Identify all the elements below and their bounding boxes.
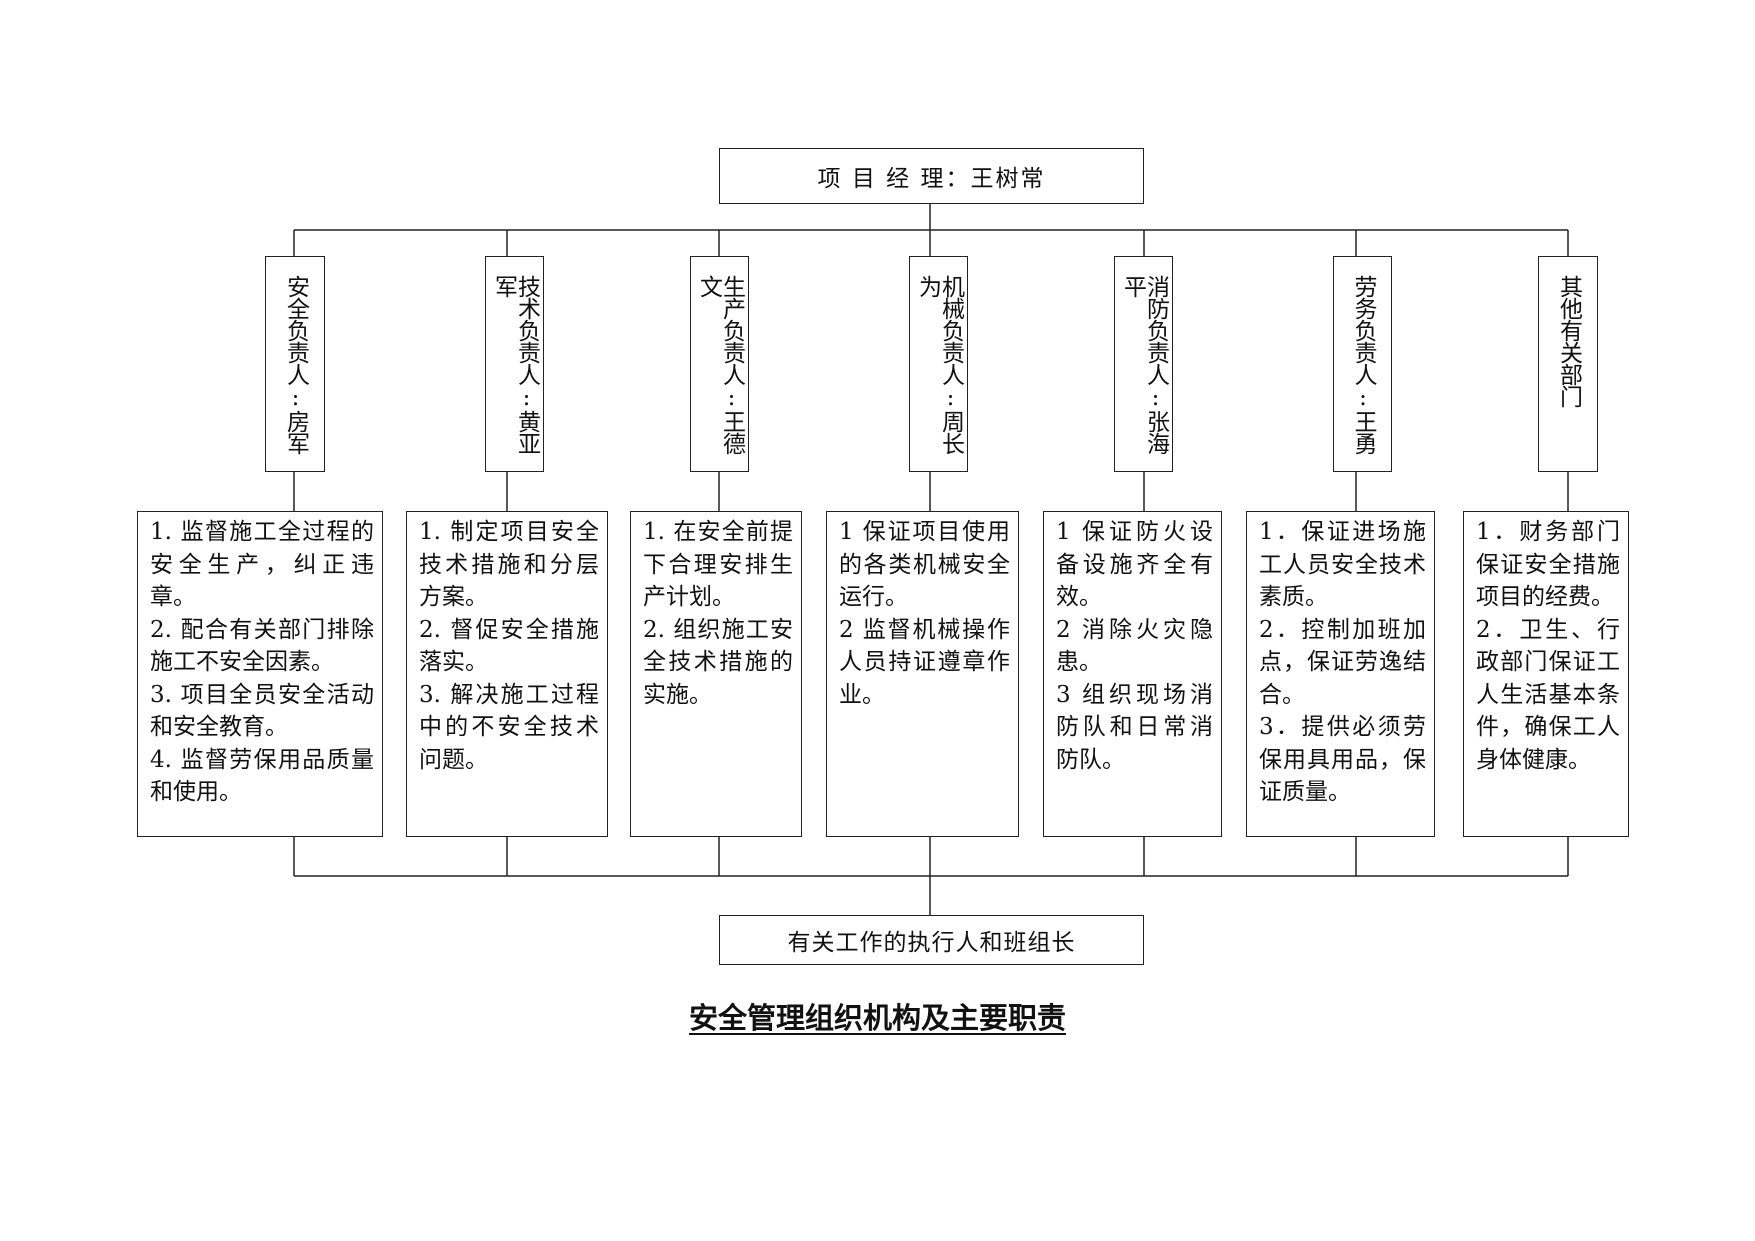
role-box-machinery: 机械负责人:周长为 bbox=[909, 256, 968, 472]
role-box-fire: 消防负责人:张海平 bbox=[1114, 256, 1173, 472]
responsibility-item: 2. 配合有关部门排除施工不安全因素。 bbox=[150, 616, 374, 676]
responsibility-box-machinery: 1 保证项目使用的各类机械安全运行。 2 监督机械操作人员持证遵章作业。 bbox=[826, 511, 1019, 837]
responsibility-item: 2．控制加班加点，保证劳逸结合。 bbox=[1259, 616, 1426, 708]
project-manager-box: 项 目 经 理：王树常 bbox=[719, 148, 1144, 204]
executors-box: 有关工作的执行人和班组长 bbox=[719, 915, 1144, 965]
role-label-labor: 劳务负责人:王勇 bbox=[1350, 275, 1376, 454]
responsibility-box-production: 1. 在安全前提下合理安排生产计划。 2. 组织施工安全技术措施的实施。 bbox=[630, 511, 802, 837]
responsibility-item: 2 监督机械操作人员持证遵章作业。 bbox=[839, 616, 1010, 708]
caption-text: 安全管理组织机构及主要职责 bbox=[688, 1001, 1066, 1035]
responsibility-item: 2. 督促安全措施落实。 bbox=[419, 616, 599, 676]
role-box-safety: 安全负责人:房军 bbox=[265, 256, 325, 472]
role-box-technical: 技术负责人:黄亚军 bbox=[485, 256, 544, 472]
responsibility-item: 1. 制定项目安全技术措施和分层方案。 bbox=[419, 519, 599, 610]
role-label-other: 其他有关部门 bbox=[1555, 275, 1582, 407]
responsibility-item: 3. 项目全员安全活动和安全教育。 bbox=[150, 681, 374, 741]
role-box-labor: 劳务负责人:王勇 bbox=[1333, 256, 1392, 472]
responsibility-item: 2. 组织施工安全技术措施的实施。 bbox=[643, 616, 793, 708]
responsibility-item: 2．卫生、行政部门保证工人生活基本条件，确保工人身体健康。 bbox=[1476, 616, 1620, 773]
responsibility-item: 1. 监督施工全过程的安全生产，纠正违章。 bbox=[150, 519, 374, 610]
responsibility-item: 3 组织现场消防队和日常消防队。 bbox=[1056, 681, 1213, 773]
responsibility-item: 3. 解决施工过程中的不安全技术问题。 bbox=[419, 681, 599, 773]
executors-label: 有关工作的执行人和班组长 bbox=[787, 930, 1076, 956]
responsibility-item: 1. 在安全前提下合理安排生产计划。 bbox=[643, 519, 793, 610]
role-box-production: 生产负责人:王德文 bbox=[690, 256, 749, 472]
role-label-production: 生产负责人:王德文 bbox=[695, 275, 745, 454]
diagram-caption: 安全管理组织机构及主要职责 bbox=[0, 995, 1755, 1037]
responsibility-item: 1 保证防火设备设施齐全有效。 bbox=[1056, 519, 1213, 610]
responsibility-box-fire: 1 保证防火设备设施齐全有效。 2 消除火灾隐患。 3 组织现场消防队和日常消防… bbox=[1043, 511, 1222, 837]
responsibility-item: 1．财务部门保证安全措施项目的经费。 bbox=[1476, 519, 1620, 610]
responsibility-item: 3．提供必须劳保用具用品，保证质量。 bbox=[1259, 714, 1426, 805]
role-label-machinery: 机械负责人:周长为 bbox=[914, 275, 964, 454]
role-label-safety: 安全负责人:房军 bbox=[282, 275, 309, 454]
role-box-other: 其他有关部门 bbox=[1538, 256, 1598, 472]
role-label-technical: 技术负责人:黄亚军 bbox=[490, 275, 540, 454]
responsibility-item: 1．保证进场施工人员安全技术素质。 bbox=[1259, 519, 1426, 610]
responsibility-item: 2 消除火灾隐患。 bbox=[1056, 616, 1213, 676]
responsibility-box-other: 1．财务部门保证安全措施项目的经费。 2．卫生、行政部门保证工人生活基本条件，确… bbox=[1463, 511, 1629, 837]
role-label-fire: 消防负责人:张海平 bbox=[1119, 275, 1169, 454]
responsibility-box-technical: 1. 制定项目安全技术措施和分层方案。 2. 督促安全措施落实。 3. 解决施工… bbox=[406, 511, 608, 837]
responsibility-box-labor: 1．保证进场施工人员安全技术素质。 2．控制加班加点，保证劳逸结合。 3．提供必… bbox=[1246, 511, 1435, 837]
responsibility-item: 1 保证项目使用的各类机械安全运行。 bbox=[839, 519, 1010, 610]
responsibility-box-safety: 1. 监督施工全过程的安全生产，纠正违章。 2. 配合有关部门排除施工不安全因素… bbox=[137, 511, 383, 837]
responsibility-item: 4. 监督劳保用品质量和使用。 bbox=[150, 746, 374, 806]
project-manager-label: 项 目 经 理：王树常 bbox=[817, 166, 1046, 192]
